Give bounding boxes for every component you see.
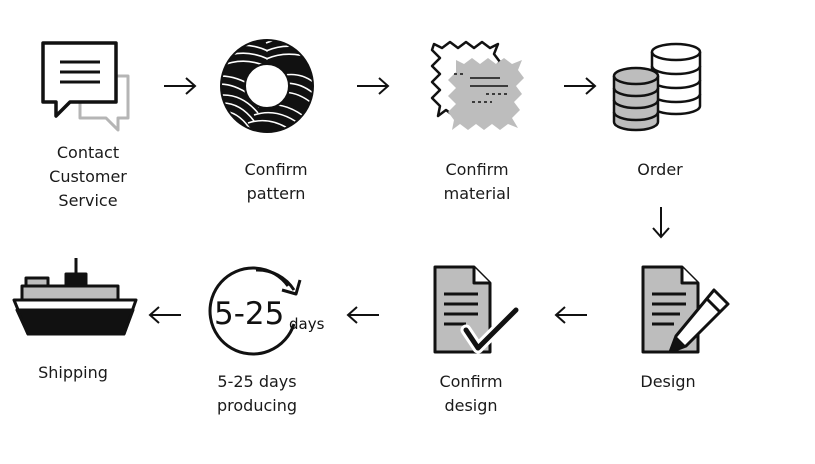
arrow-left xyxy=(147,306,183,324)
step-label: Confirm pattern xyxy=(244,160,308,203)
coin-stack-icon xyxy=(612,42,702,132)
fabric-swatch-icon xyxy=(430,40,524,130)
arrow-left xyxy=(345,306,381,324)
arrow-right xyxy=(162,77,198,95)
chat-bubbles-icon xyxy=(41,41,130,132)
cycle-clock-icon: 5-25 days xyxy=(208,266,325,356)
document-check-icon xyxy=(433,265,522,354)
cycle-number: 5-25 xyxy=(214,296,284,332)
arrow-right xyxy=(355,77,391,95)
pattern-ring-icon xyxy=(220,39,314,133)
step-label: 5-25 days producing xyxy=(216,372,298,415)
arrow-right xyxy=(562,77,598,95)
cycle-unit: days xyxy=(289,315,325,333)
step-label: Confirm design xyxy=(439,372,503,415)
step-label: Design xyxy=(640,372,696,391)
step-label: Shipping xyxy=(38,363,108,382)
step-label: Order xyxy=(637,160,683,179)
step-label: Contact Customer Service xyxy=(49,143,127,210)
step-label: Confirm material xyxy=(443,160,511,203)
ship-icon xyxy=(12,258,138,336)
document-pencil-icon xyxy=(641,265,730,354)
arrow-down xyxy=(652,206,670,240)
arrow-left xyxy=(553,306,589,324)
